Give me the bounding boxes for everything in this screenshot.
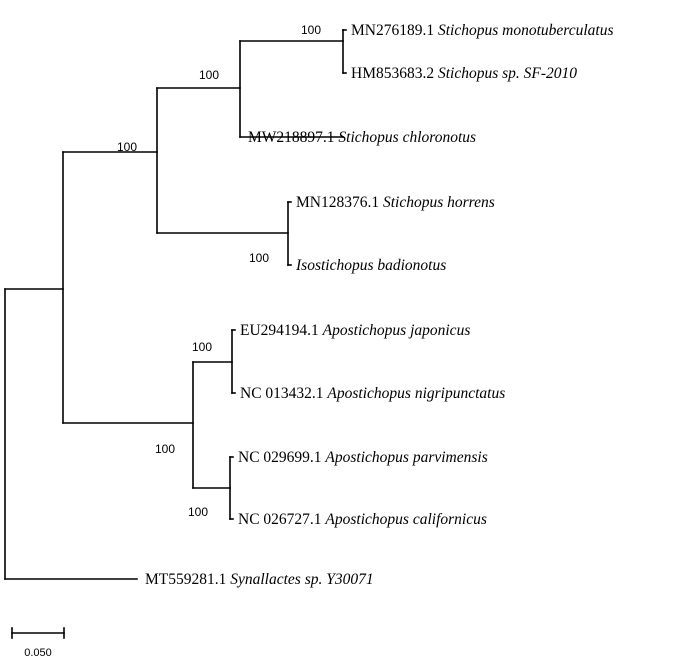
leaf-accession: HM853683.2 — [351, 65, 438, 82]
leaf-species: Isostichopus badionotus — [295, 257, 446, 274]
leaf-species: Stichopus monotuberculatus — [438, 22, 614, 39]
leaf-labels: MN276189.1 Stichopus monotuberculatusHM8… — [145, 22, 614, 588]
support-value: 100 — [199, 68, 219, 82]
leaf-accession: NC 026727.1 — [238, 511, 325, 528]
leaf-accession: EU294194.1 — [240, 322, 323, 339]
leaf-label: NC 013432.1 Apostichopus nigripunctatus — [240, 385, 505, 402]
leaf-species: Stichopus horrens — [383, 194, 495, 211]
support-value: 100 — [117, 140, 137, 154]
leaf-accession: MN128376.1 — [296, 194, 383, 211]
leaf-label: EU294194.1 Apostichopus japonicus — [240, 322, 470, 339]
support-value: 100 — [249, 251, 269, 265]
support-value: 100 — [188, 505, 208, 519]
tree-branches — [4, 29, 347, 580]
leaf-species: Apostichopus japonicus — [322, 322, 471, 339]
leaf-accession: MN276189.1 — [351, 22, 438, 39]
leaf-label: Isostichopus badionotus — [295, 257, 446, 274]
support-value: 100 — [192, 340, 212, 354]
leaf-species: Apostichopus californicus — [324, 511, 486, 528]
leaf-species: Stichopus chloronotus — [338, 129, 476, 146]
support-value: 100 — [301, 23, 321, 37]
leaf-species: Stichopus sp. SF-2010 — [438, 65, 577, 82]
leaf-label: MN128376.1 Stichopus horrens — [296, 194, 495, 211]
scale-bar-label: 0.050 — [24, 647, 52, 659]
leaf-label: NC 026727.1 Apostichopus californicus — [238, 511, 487, 528]
support-value: 100 — [155, 442, 175, 456]
leaf-label: HM853683.2 Stichopus sp. SF-2010 — [351, 65, 577, 82]
leaf-label: MT559281.1 Synallactes sp. Y30071 — [145, 571, 374, 588]
leaf-label: MN276189.1 Stichopus monotuberculatus — [351, 22, 614, 39]
leaf-species: Apostichopus nigripunctatus — [326, 385, 505, 402]
leaf-accession: MT559281.1 — [145, 571, 230, 588]
leaf-accession: NC 013432.1 — [240, 385, 327, 402]
leaf-species: Apostichopus parvimensis — [324, 449, 487, 466]
leaf-accession: NC 029699.1 — [238, 449, 325, 466]
support-values: 100 100 100 100 100 100 100 — [117, 23, 321, 519]
leaf-accession: MW218897.1 — [248, 129, 338, 146]
scale-bar: 0.050 — [11, 627, 65, 659]
leaf-species: Synallactes sp. Y30071 — [230, 571, 373, 588]
leaf-label: MW218897.1 Stichopus chloronotus — [248, 129, 476, 146]
leaf-label: NC 029699.1 Apostichopus parvimensis — [238, 449, 488, 466]
